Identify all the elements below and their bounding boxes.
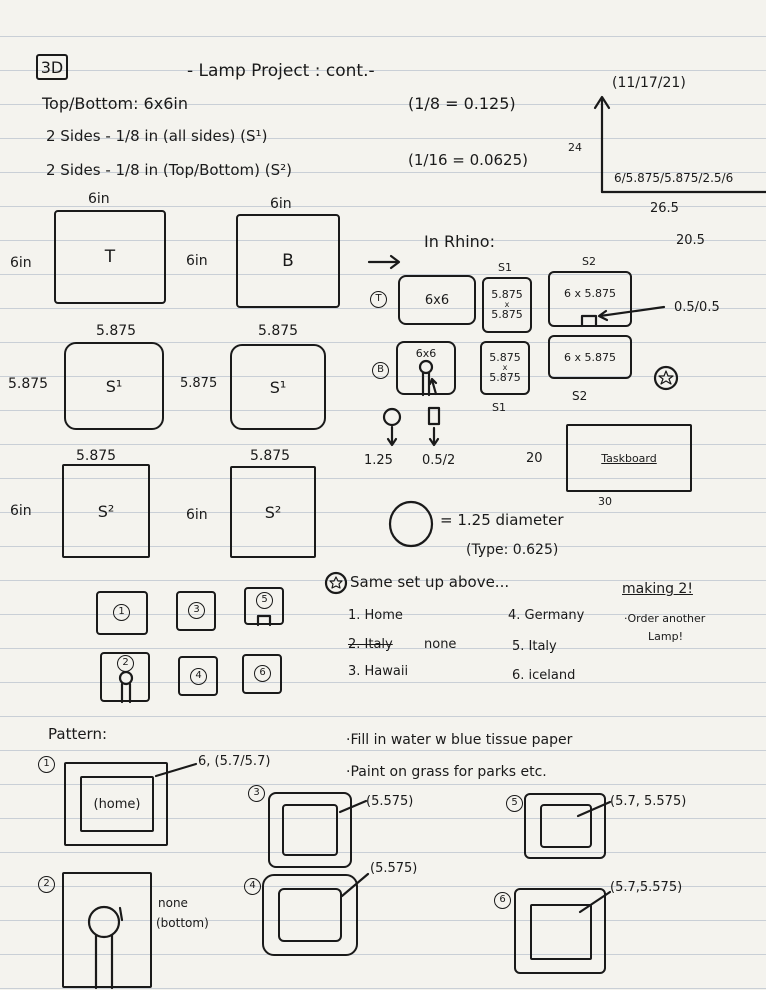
pattern-6-dim: (5.7,5.575) xyxy=(610,881,682,894)
